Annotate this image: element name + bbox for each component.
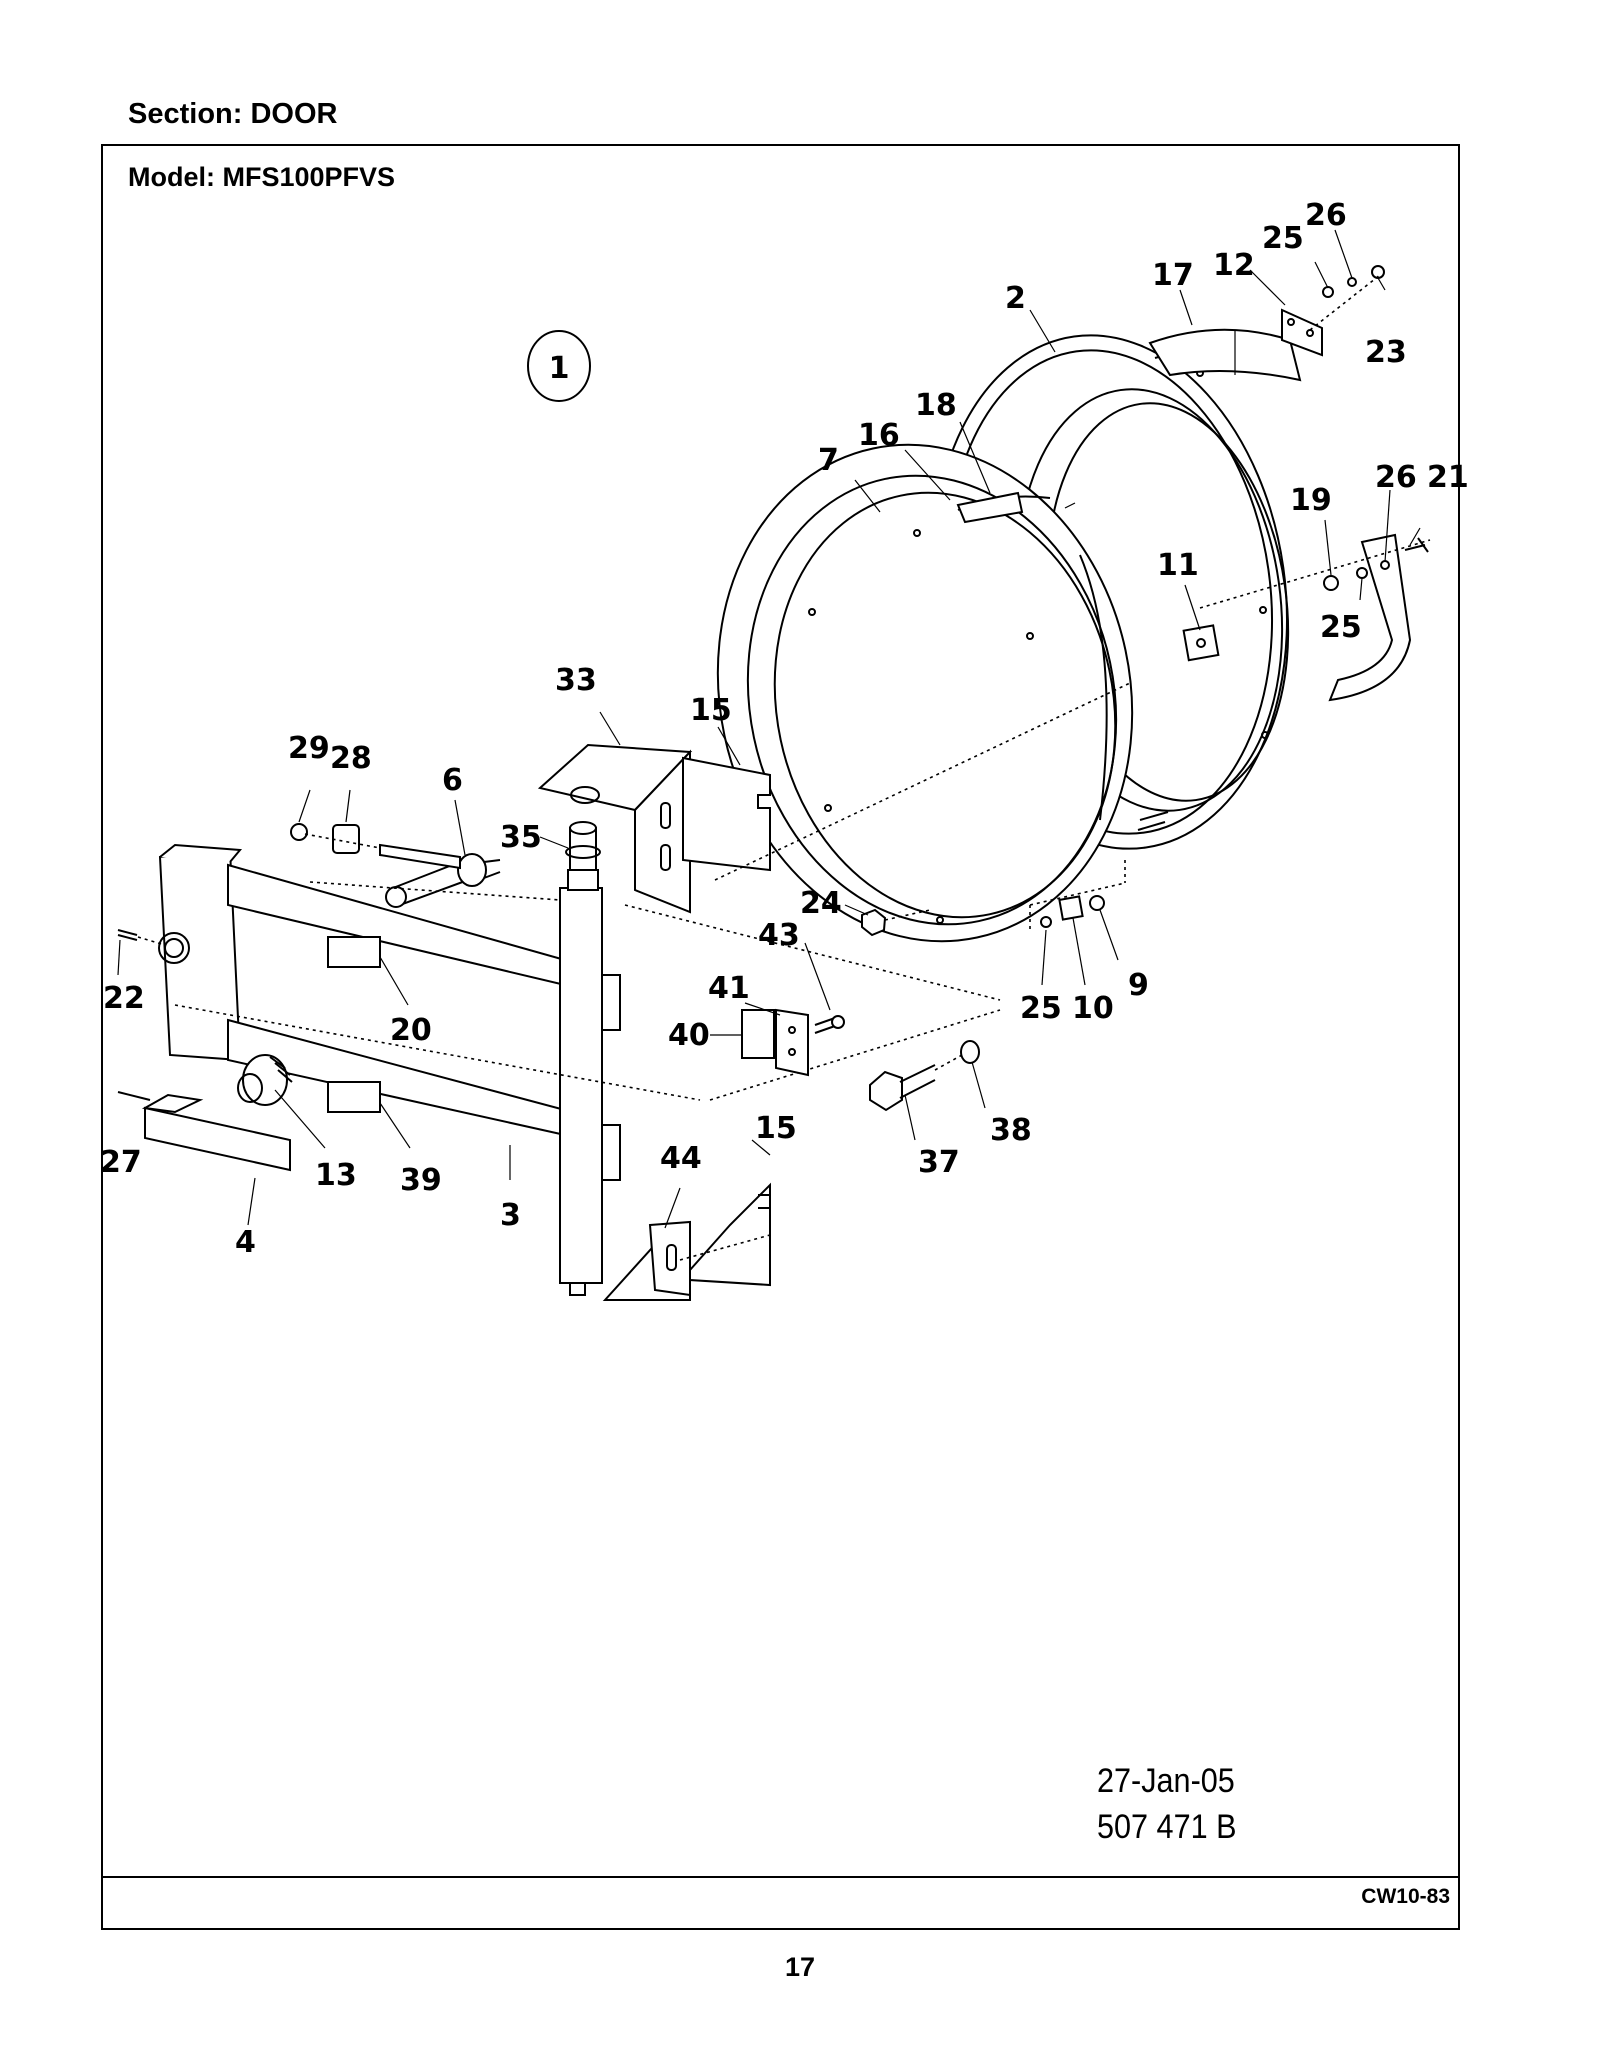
page-number: 17	[784, 1952, 816, 1982]
callout-18: 18	[915, 388, 957, 423]
handle-part	[379, 843, 501, 908]
callout-4: 4	[235, 1225, 256, 1260]
shim-15-top	[682, 756, 771, 872]
gasket-part	[1148, 328, 1302, 382]
callout-11: 11	[1157, 548, 1199, 583]
callout-27: 27	[100, 1145, 142, 1180]
bolt-37	[869, 1064, 936, 1112]
spacer-28	[332, 824, 360, 854]
callout-19: 19	[1290, 483, 1332, 518]
hinge-bracket-part	[537, 743, 693, 914]
callout-9: 9	[1128, 968, 1149, 1003]
callout-26: 26	[1305, 198, 1347, 233]
drawing-number: 507 471 B	[1097, 1808, 1237, 1846]
callout-7: 7	[818, 443, 839, 478]
callout-29: 29	[288, 731, 330, 766]
callout-40: 40	[668, 1018, 710, 1053]
callout-41: 41	[708, 971, 750, 1006]
date-stamp: 27-Jan-05	[1097, 1762, 1235, 1800]
callout-22: 22	[103, 981, 145, 1016]
frame-divider	[101, 1876, 1460, 1878]
callout-2: 2	[1005, 281, 1026, 316]
lower-bracket-part	[602, 1182, 771, 1301]
leader-lines	[117, 229, 1421, 1229]
callout-labels: 2 17 12 25 26 23 18 16 7 19 26 21 11 25 …	[100, 198, 1469, 1260]
callout-12: 12	[1213, 248, 1255, 283]
callout-26b: 26	[1375, 460, 1417, 495]
document-code: CW10-83	[1361, 1885, 1450, 1908]
callout-15b: 15	[755, 1111, 797, 1146]
model-title: Model: MFS100PFVS	[128, 162, 396, 192]
strike-part	[741, 1008, 845, 1077]
callout-37: 37	[918, 1145, 960, 1180]
washer-29	[290, 823, 308, 841]
callout-17: 17	[1152, 258, 1194, 293]
callout-24: 24	[800, 886, 842, 921]
callout-39: 39	[400, 1163, 442, 1198]
nut-24	[861, 908, 887, 937]
callout-16: 16	[858, 418, 900, 453]
section-title: Section: DOOR	[128, 98, 338, 130]
diagram-frame	[101, 144, 1460, 1930]
view-number: 1	[549, 351, 570, 386]
callout-25c: 25	[1020, 991, 1062, 1026]
cover-part	[144, 1106, 291, 1172]
callout-35: 35	[500, 820, 542, 855]
callout-3: 3	[500, 1198, 521, 1233]
bracket-12	[1281, 308, 1323, 357]
view-number-badge: 1	[527, 330, 591, 402]
washer-38	[960, 1040, 980, 1064]
glass-ring-part	[716, 443, 1134, 943]
callout-38: 38	[990, 1113, 1032, 1148]
callout-15: 15	[690, 693, 732, 728]
knob-part	[237, 1054, 293, 1106]
door-arm-part	[158, 843, 621, 1296]
callout-20: 20	[390, 1013, 432, 1048]
callout-23: 23	[1365, 335, 1407, 370]
callout-28: 28	[330, 741, 372, 776]
callout-25: 25	[1262, 221, 1304, 256]
callout-44: 44	[660, 1141, 702, 1176]
callout-43: 43	[758, 918, 800, 953]
callout-6: 6	[442, 763, 463, 798]
callout-21: 21	[1427, 460, 1469, 495]
callout-33: 33	[555, 663, 597, 698]
callout-13: 13	[315, 1158, 357, 1193]
hinge-pin-part	[565, 821, 601, 871]
callout-10: 10	[1072, 991, 1114, 1026]
callout-25b: 25	[1320, 610, 1362, 645]
